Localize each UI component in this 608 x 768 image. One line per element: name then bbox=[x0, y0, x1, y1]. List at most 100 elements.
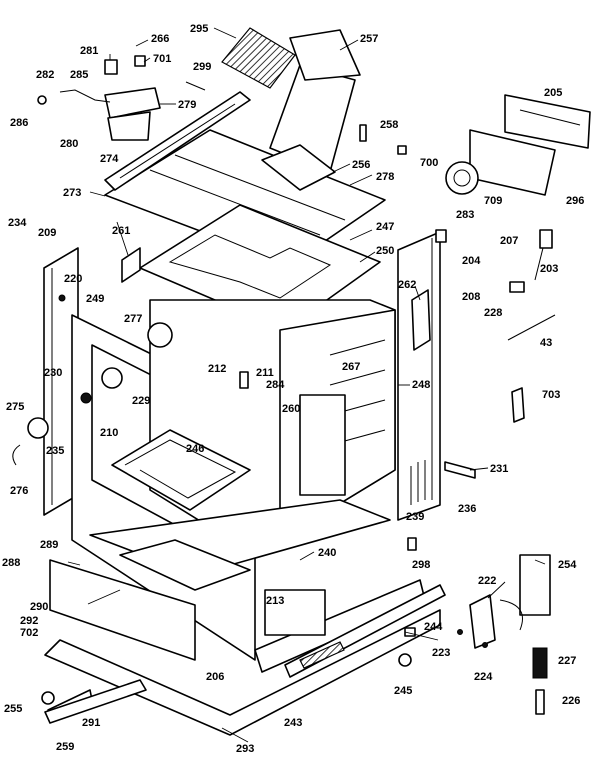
callout-label: 702 bbox=[20, 627, 38, 639]
callout-label: 257 bbox=[360, 33, 378, 45]
part-wire-harness-clip bbox=[121, 247, 141, 283]
part-sensor bbox=[239, 371, 249, 389]
part-screw-small bbox=[457, 629, 463, 635]
part-clip bbox=[134, 55, 146, 67]
callout-label: 293 bbox=[236, 743, 254, 755]
part-leg-nut bbox=[398, 653, 412, 667]
callout-label: 249 bbox=[86, 293, 104, 305]
callout-label: 204 bbox=[462, 255, 481, 267]
part-lamp-bulb bbox=[80, 392, 92, 404]
part-oven-top-cutout bbox=[168, 234, 332, 299]
callout-label: 285 bbox=[70, 69, 88, 81]
part-cord-plug bbox=[539, 229, 553, 249]
callout-label: 261 bbox=[112, 225, 130, 237]
part-leveling-leg bbox=[532, 647, 548, 679]
callout-label: 224 bbox=[474, 671, 493, 683]
callout-label: 243 bbox=[284, 717, 302, 729]
part-washer bbox=[482, 642, 488, 648]
part-door-hinge bbox=[519, 554, 551, 616]
callout-label: 254 bbox=[558, 559, 577, 571]
part-cabinet-clip bbox=[444, 461, 476, 479]
callout-label: 286 bbox=[10, 117, 28, 129]
part-rear-channel bbox=[264, 589, 326, 636]
callout-label: 207 bbox=[500, 235, 518, 247]
part-drawer-body bbox=[49, 559, 196, 661]
callout-label: 239 bbox=[406, 511, 424, 523]
callout-label: 701 bbox=[153, 53, 171, 65]
part-light-socket bbox=[147, 322, 173, 348]
callout-label: 284 bbox=[266, 379, 285, 391]
callout-label: 212 bbox=[208, 363, 226, 375]
callout-label: 283 bbox=[456, 209, 474, 221]
part-flue-nut bbox=[397, 145, 407, 155]
callout-label: 282 bbox=[36, 69, 54, 81]
part-heat-shield bbox=[469, 129, 556, 196]
part-leveling-screw bbox=[535, 689, 545, 715]
part-thermostat-bracket bbox=[411, 289, 431, 351]
callout-label: 279 bbox=[178, 99, 196, 111]
part-drawer-liner bbox=[119, 539, 251, 591]
part-leveling-rail bbox=[44, 679, 147, 724]
part-grommet bbox=[37, 95, 47, 105]
callout-label: 258 bbox=[380, 119, 398, 131]
callout-label: 292 bbox=[20, 615, 38, 627]
part-gas-valve bbox=[469, 594, 496, 649]
callout-label: 203 bbox=[540, 263, 558, 275]
callout-label: 291 bbox=[82, 717, 100, 729]
callout-label: 227 bbox=[558, 655, 576, 667]
part-flue-base bbox=[261, 144, 336, 191]
callout-label: 211 bbox=[256, 367, 274, 379]
callout-label: 274 bbox=[100, 153, 119, 165]
callout-label: 231 bbox=[490, 463, 508, 475]
part-outlet-clip bbox=[435, 229, 447, 243]
callout-label: 209 bbox=[38, 227, 56, 239]
leader-lines bbox=[67, 27, 546, 743]
part-door-hinge-bracket bbox=[511, 387, 525, 423]
callout-label: 247 bbox=[376, 221, 394, 233]
callout-label: 222 bbox=[478, 575, 496, 587]
callout-label: 296 bbox=[566, 195, 584, 207]
callout-label: 289 bbox=[40, 539, 58, 551]
callout-label: 229 bbox=[132, 395, 150, 407]
callout-label: 275 bbox=[6, 401, 24, 413]
callout-label: 210 bbox=[100, 427, 118, 439]
callout-label: 244 bbox=[424, 621, 443, 633]
callout-label: 700 bbox=[420, 157, 438, 169]
callout-label: 266 bbox=[151, 33, 169, 45]
part-wire-clip bbox=[12, 444, 21, 466]
callout-label: 208 bbox=[462, 291, 480, 303]
callout-label: 240 bbox=[318, 547, 336, 559]
callout-label: 281 bbox=[80, 45, 98, 57]
callout-label: 245 bbox=[394, 685, 412, 697]
callout-label: 290 bbox=[30, 601, 48, 613]
callout-label: 206 bbox=[206, 671, 224, 683]
part-caster bbox=[41, 691, 55, 705]
part-flue-top bbox=[289, 29, 361, 81]
callout-label: 267 bbox=[342, 361, 360, 373]
callout-label: 276 bbox=[10, 485, 28, 497]
callout-label: 260 bbox=[282, 403, 300, 415]
part-bushing bbox=[407, 537, 417, 551]
callout-label: 280 bbox=[60, 138, 78, 150]
part-base-pan bbox=[44, 609, 441, 736]
part-screw bbox=[58, 294, 66, 302]
callout-label: 298 bbox=[412, 559, 430, 571]
callout-label: 43 bbox=[540, 337, 552, 349]
callout-labels: 295 266 281 701 257 282 285 299 279 286 … bbox=[2, 23, 584, 755]
callout-label: 299 bbox=[193, 61, 211, 73]
callout-label: 246 bbox=[186, 443, 204, 455]
callout-label: 205 bbox=[544, 87, 562, 99]
part-vent-grille bbox=[221, 27, 296, 89]
callout-label: 273 bbox=[63, 187, 81, 199]
callout-label: 295 bbox=[190, 23, 208, 35]
part-flue-bolt bbox=[359, 124, 367, 142]
callout-label: 255 bbox=[4, 703, 22, 715]
part-liner-insulation bbox=[299, 394, 346, 496]
callout-label: 278 bbox=[376, 171, 394, 183]
callout-label: 703 bbox=[542, 389, 560, 401]
part-terminal-block bbox=[509, 281, 525, 293]
part-burner-cap bbox=[445, 161, 479, 195]
callout-label: 250 bbox=[376, 245, 394, 257]
callout-label: 213 bbox=[266, 595, 284, 607]
callout-label: 262 bbox=[398, 279, 416, 291]
